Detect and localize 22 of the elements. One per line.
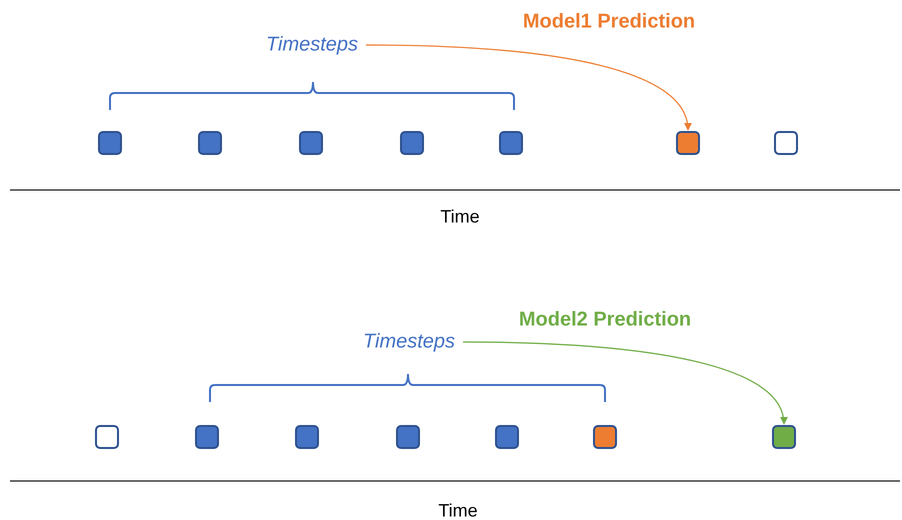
timestep-square: [299, 131, 323, 155]
arrow: [463, 341, 787, 425]
timestep-square: [772, 425, 796, 449]
timestep-square: [295, 425, 319, 449]
timestep-square: [195, 425, 219, 449]
timestep-square: [499, 131, 523, 155]
timestep-square: [198, 131, 222, 155]
timestep-square: [400, 131, 424, 155]
timesteps-label: Timesteps: [266, 34, 358, 56]
timestep-square: [676, 131, 700, 155]
timesteps-label: Timesteps: [362, 330, 456, 354]
timestep-square: [495, 425, 519, 449]
axis-label: Time: [438, 500, 478, 520]
timestep-square: [95, 425, 119, 449]
axis-label: Time: [440, 206, 480, 228]
prediction-label: Model1 Prediction: [522, 10, 696, 34]
prediction-label: Model2 Prediction: [518, 308, 692, 332]
timestep-square: [774, 131, 798, 155]
timestep-square: [396, 425, 420, 449]
arrow: [366, 44, 691, 131]
timestep-square: [593, 425, 617, 449]
timestep-square: [98, 131, 122, 155]
